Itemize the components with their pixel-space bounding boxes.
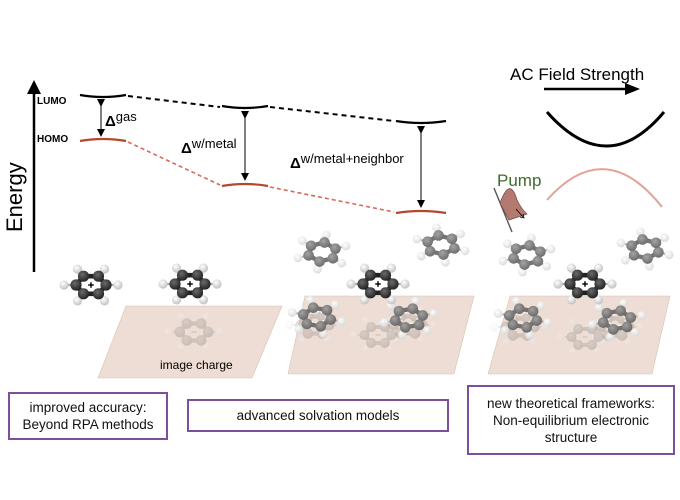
ac-field-label: AC Field Strength bbox=[510, 65, 644, 84]
gas-phase-levels: LUMO HOMO Δgas bbox=[37, 93, 137, 145]
metal-levels: Δw/metal bbox=[181, 104, 269, 188]
gap-metal-label: Δw/metal bbox=[181, 136, 237, 157]
energy-axis-label: Energy bbox=[2, 162, 27, 232]
molecule-pump-center bbox=[553, 263, 617, 305]
molecule-pump-bottom-right bbox=[587, 298, 647, 342]
ac-field-curve bbox=[545, 111, 666, 148]
energy-axis: Energy bbox=[2, 80, 41, 272]
molecule-metal-image-charge bbox=[163, 312, 225, 352]
box-improved-accuracy-text: improved accuracy: Beyond RPA methods bbox=[22, 400, 154, 432]
gap-gas-label: Δgas bbox=[105, 109, 137, 130]
level-connectors bbox=[127, 95, 395, 213]
molecule-metal bbox=[158, 263, 222, 305]
box-solvation-models-text: advanced solvation models bbox=[236, 408, 400, 423]
molecule-center bbox=[346, 263, 410, 305]
ac-field-panel: AC Field Strength Pump bbox=[493, 65, 666, 233]
pump-label: Pump bbox=[497, 171, 541, 190]
gap-neighbor-label: Δw/metal+neighbor bbox=[290, 151, 404, 172]
pump-pulse-icon bbox=[493, 187, 528, 233]
molecule-gas bbox=[59, 264, 123, 306]
molecule-pump-top-left bbox=[498, 233, 556, 277]
box-theoretical-frameworks: new theoretical frameworks: Non-equilibr… bbox=[467, 385, 675, 455]
molecule-pump-bottom-left bbox=[493, 296, 553, 340]
molecule-pump-top-right bbox=[616, 227, 674, 271]
lumo-label: LUMO bbox=[37, 96, 67, 107]
image-charge-label: image charge bbox=[160, 358, 233, 372]
pump-response-curve bbox=[546, 168, 663, 208]
neighbor-levels: Δw/metal+neighbor bbox=[290, 119, 447, 215]
homo-label: HOMO bbox=[37, 134, 68, 145]
box-solvation-models: advanced solvation models bbox=[187, 399, 449, 432]
box-improved-accuracy: improved accuracy: Beyond RPA methods bbox=[8, 392, 168, 440]
molecule-neighbor-top-left bbox=[293, 230, 351, 274]
molecule-neighbor-top-right bbox=[412, 223, 470, 267]
box-theoretical-frameworks-text: new theoretical frameworks: Non-equilibr… bbox=[486, 395, 656, 445]
molecules bbox=[59, 223, 674, 356]
molecule-neighbor-bottom-left bbox=[287, 295, 347, 339]
